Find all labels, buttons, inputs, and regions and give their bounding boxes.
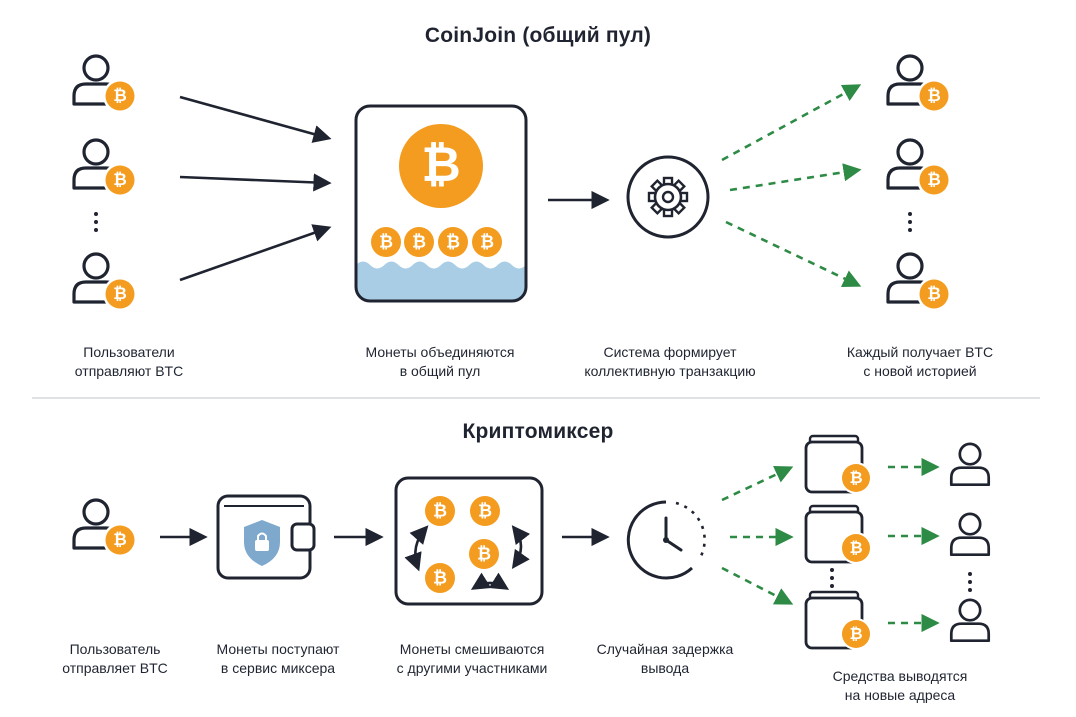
- pool-box-icon: ₿ ₿ ₿ ₿ ₿: [354, 104, 528, 303]
- mix-arrow: [470, 572, 510, 590]
- arrow: [179, 95, 332, 143]
- svg-text:₿: ₿: [480, 232, 494, 252]
- bitcoin-icon: ₿: [919, 279, 949, 309]
- svg-text:₿: ₿: [379, 232, 393, 252]
- svg-text:₿: ₿: [927, 284, 941, 303]
- bitcoin-icon: ₿: [105, 81, 135, 111]
- user-icon: ₿: [886, 54, 951, 113]
- svg-text:₿: ₿: [477, 544, 491, 564]
- user-icon: ₿: [72, 138, 137, 197]
- user-icon: ₿: [72, 498, 137, 557]
- svg-text:₿: ₿: [113, 170, 127, 189]
- water-wave: [356, 261, 526, 301]
- svg-text:₿: ₿: [113, 86, 127, 105]
- mixer-title: Криптомиксер: [462, 420, 614, 443]
- bitcoin-icon: ₿: [399, 124, 483, 208]
- bitcoin-icon: ₿: [842, 620, 870, 648]
- arrow: [179, 173, 332, 192]
- svg-text:₿: ₿: [113, 530, 127, 549]
- ellipsis-dots: [830, 568, 834, 588]
- user-icon: ₿: [886, 252, 951, 311]
- svg-text:₿: ₿: [478, 501, 492, 521]
- ellipsis-dots: [968, 572, 972, 592]
- mixing-box-icon: ₿ ₿ ₿ ₿: [394, 476, 544, 606]
- user-icon: [949, 598, 991, 643]
- svg-text:₿: ₿: [421, 137, 460, 193]
- gear-icon: [626, 155, 710, 239]
- svg-text:₿: ₿: [927, 170, 941, 189]
- bitcoin-icon: ₿: [105, 279, 135, 309]
- wallet-icon: ₿: [804, 504, 872, 564]
- svg-text:₿: ₿: [412, 232, 426, 252]
- bitcoin-icon: ₿: [438, 227, 468, 257]
- bitcoin-icon: ₿: [470, 496, 500, 526]
- svg-text:₿: ₿: [433, 568, 447, 588]
- bitcoin-icon: ₿: [105, 525, 135, 555]
- bitcoin-icon: ₿: [472, 227, 502, 257]
- bitcoin-icon: ₿: [842, 534, 870, 562]
- mix-arrow: [511, 525, 531, 569]
- ellipsis-dots: [94, 212, 98, 232]
- bitcoin-icon: ₿: [105, 165, 135, 195]
- bitcoin-icon: ₿: [425, 563, 455, 593]
- bitcoin-icon: ₿: [371, 227, 401, 257]
- bitcoin-icon: ₿: [404, 227, 434, 257]
- coinjoin-title: CoinJoin (общий пул): [424, 24, 652, 47]
- dashed-arrow: [721, 566, 794, 605]
- dashed-arrow: [721, 465, 794, 502]
- svg-text:₿: ₿: [927, 86, 941, 105]
- svg-text:₿: ₿: [849, 538, 862, 557]
- wallet-icon: ₿: [804, 590, 872, 650]
- lock-icon: [255, 540, 269, 551]
- bitcoin-icon: ₿: [469, 539, 499, 569]
- bitcoin-icon: ₿: [842, 464, 870, 492]
- ellipsis-dots: [908, 212, 912, 232]
- user-icon: ₿: [886, 138, 951, 197]
- svg-text:₿: ₿: [113, 284, 127, 303]
- bitcoin-icon: ₿: [425, 496, 455, 526]
- arrow: [179, 224, 332, 282]
- mix-arrow: [404, 525, 429, 572]
- bitcoin-icon: ₿: [919, 81, 949, 111]
- user-icon: ₿: [72, 54, 137, 113]
- user-icon: [949, 512, 991, 557]
- dashed-arrow: [721, 84, 862, 162]
- user-icon: [949, 442, 991, 487]
- svg-text:₿: ₿: [849, 468, 862, 487]
- dashed-arrow: [729, 163, 862, 192]
- svg-text:₿: ₿: [433, 501, 447, 521]
- svg-text:₿: ₿: [849, 624, 862, 643]
- dashed-arrow: [725, 220, 862, 287]
- wallet-shield-icon: [216, 494, 316, 580]
- clock-icon: [626, 500, 706, 580]
- svg-text:₿: ₿: [446, 232, 460, 252]
- bitcoin-icon: ₿: [919, 165, 949, 195]
- user-icon: ₿: [72, 252, 137, 311]
- wallet-icon: ₿: [804, 434, 872, 494]
